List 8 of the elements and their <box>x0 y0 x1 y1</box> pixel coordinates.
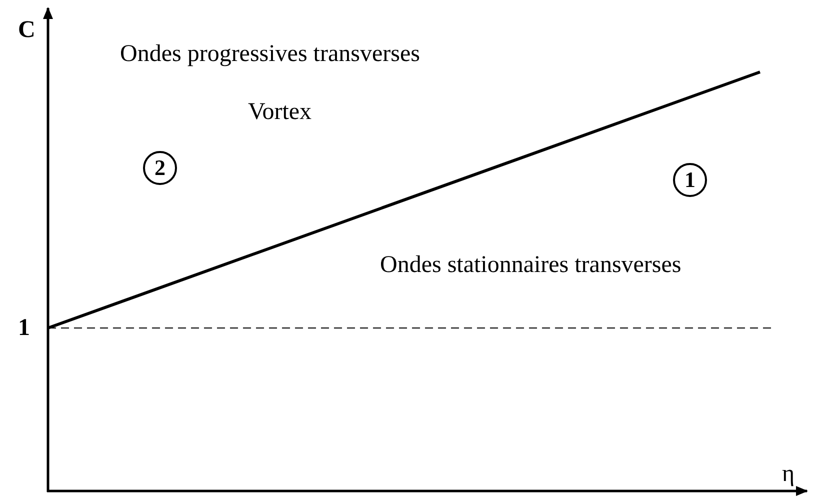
tick-label: 1 <box>18 316 30 340</box>
axis-label: C <box>18 18 36 42</box>
region-label: Vortex <box>248 100 312 124</box>
region-number-circle: 1 <box>673 163 707 197</box>
axis-label: η <box>782 462 795 486</box>
region-label: Ondes stationnaires transverses <box>380 253 682 277</box>
region-number-circle: 2 <box>143 151 177 185</box>
region-label: Ondes progressives transverses <box>120 42 420 66</box>
